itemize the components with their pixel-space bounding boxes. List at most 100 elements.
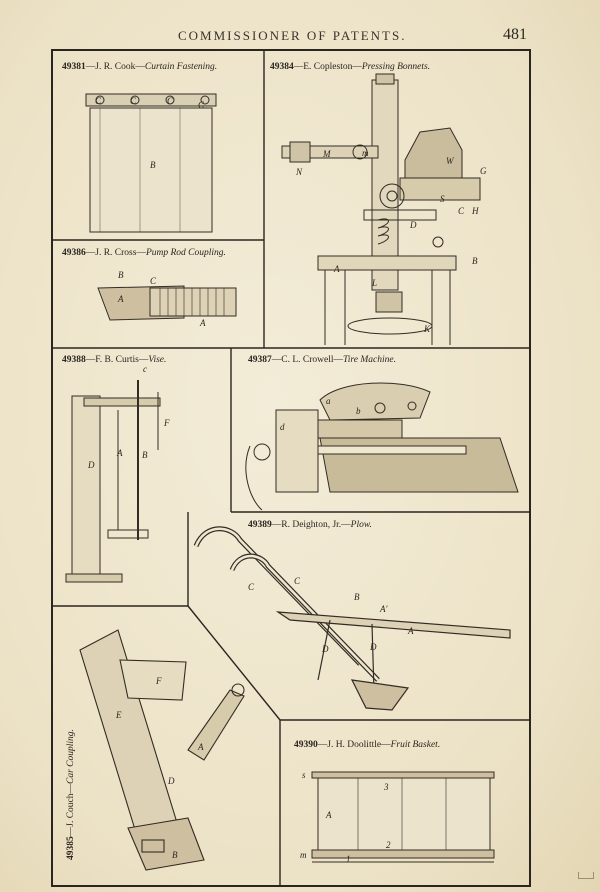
svg-text:C: C — [130, 96, 137, 106]
invention-subject: Curtain Fastening. — [144, 62, 218, 72]
svg-text:m: m — [362, 148, 369, 158]
svg-text:B: B — [150, 160, 156, 170]
invention-subject: Fruit Basket. — [390, 740, 441, 750]
drawing-49387-tire-machine: a b d — [245, 382, 519, 511]
caption-49389: 49389—R. Deighton, Jr.—Plow. — [248, 520, 372, 531]
page-edge-mark — [578, 872, 594, 879]
patent-number: 49390 — [294, 740, 318, 750]
dash: — — [381, 740, 391, 750]
svg-text:S: S — [440, 194, 445, 204]
caption-49385: 49385—J. Couch—Car Coupling. — [66, 729, 76, 860]
dash: — — [138, 355, 149, 365]
inventor-name: R. Deighton, Jr. — [281, 520, 342, 530]
svg-text:c: c — [143, 364, 147, 374]
page-header: COMMISSIONER OF PATENTS. 481 — [0, 26, 600, 46]
svg-text:1: 1 — [346, 854, 351, 864]
patent-number: 49384 — [270, 62, 294, 72]
inventor-name: J. H. Doolittle — [327, 740, 382, 750]
svg-text:B: B — [118, 270, 124, 280]
svg-text:K: K — [423, 324, 431, 334]
caption-49390: 49390—J. H. Doolittle—Fruit Basket. — [294, 740, 440, 751]
dash: — — [317, 740, 328, 750]
invention-subject: Tire Machine. — [343, 355, 396, 365]
dash: — — [66, 784, 76, 794]
svg-text:A: A — [325, 810, 332, 820]
caption-49388: 49388—F. B. Curtis—Vise. — [62, 355, 166, 366]
svg-text:s: s — [302, 770, 306, 780]
caption-49381: 49381—J. R. Cook—Curtain Fastening. — [62, 62, 217, 73]
svg-text:N: N — [295, 167, 303, 177]
dash: — — [85, 355, 96, 365]
drawing-49384-pressing-bonnets: M m N W G S C H D B A L K — [281, 73, 487, 345]
invention-subject: Pressing Bonnets. — [361, 62, 431, 72]
dash: — — [333, 355, 344, 365]
inventor-name: J. R. Cook — [95, 62, 136, 72]
svg-text:W: W — [446, 156, 455, 166]
drawing-49386-pump-rod-coupling: B C A A — [97, 270, 237, 328]
svg-text:A: A — [117, 294, 124, 304]
svg-text:C: C — [150, 276, 157, 286]
dash: — — [341, 520, 351, 530]
svg-text:D: D — [167, 776, 175, 786]
inventor-name: C. L. Crowell — [281, 355, 334, 365]
svg-text:A: A — [333, 264, 340, 274]
dash: — — [271, 520, 282, 530]
page-title: COMMISSIONER OF PATENTS. — [178, 28, 407, 43]
invention-subject: Vise. — [148, 355, 167, 365]
dash: — — [293, 62, 304, 72]
svg-text:G: G — [480, 166, 487, 176]
patent-number: 49388 — [62, 355, 86, 365]
drawing-49385-car-coupling: F E A D B — [79, 629, 245, 871]
svg-text:E: E — [115, 710, 122, 720]
dash: — — [66, 826, 76, 837]
svg-text:B: B — [142, 450, 148, 460]
invention-subject: Car Coupling. — [66, 729, 76, 784]
panel-dividers — [52, 50, 530, 886]
patent-number: 49386 — [62, 248, 86, 258]
svg-text:A: A — [407, 626, 414, 636]
dash: — — [85, 248, 96, 258]
page-number: 481 — [503, 26, 527, 43]
caption-49386: 49386—J. R. Cross—Pump Rod Coupling. — [62, 248, 242, 259]
svg-text:A: A — [199, 318, 206, 328]
drawing-49389-plow: C C B A' A D D — [193, 526, 511, 711]
caption-49384: 49384—E. Copleston—Pressing Bonnets. — [270, 62, 430, 73]
svg-text:F: F — [163, 418, 170, 428]
svg-text:L: L — [371, 278, 377, 288]
svg-text:A: A — [197, 742, 204, 752]
svg-text:D: D — [369, 642, 377, 652]
plate-border — [51, 49, 531, 887]
svg-text:C: C — [248, 582, 255, 592]
svg-text:d: d — [280, 422, 285, 432]
svg-text:3: 3 — [383, 782, 389, 792]
svg-text:D: D — [409, 220, 417, 230]
svg-text:M: M — [322, 149, 331, 159]
patent-number: 49381 — [62, 62, 86, 72]
patent-number: 49385 — [66, 836, 76, 860]
invention-subject: Pump Rod Coupling. — [145, 248, 226, 258]
drawing-49390-fruit-basket: s 3 A 2 m 1 — [300, 770, 495, 864]
svg-text:C: C — [294, 576, 301, 586]
dash: — — [136, 248, 146, 258]
svg-text:F: F — [155, 676, 162, 686]
inventor-name: E. Copleston — [303, 62, 353, 72]
svg-text:C: C — [198, 100, 205, 110]
dash: — — [352, 62, 362, 72]
drawing-49388-vise: c F A B D — [65, 364, 170, 583]
dash: — — [85, 62, 96, 72]
patent-number: 49389 — [248, 520, 272, 530]
inventor-name: F. B. Curtis — [95, 355, 139, 365]
caption-49387: 49387—C. L. Crowell—Tire Machine. — [248, 355, 396, 366]
svg-text:H: H — [471, 206, 479, 216]
svg-text:2: 2 — [386, 840, 391, 850]
svg-text:B: B — [354, 592, 360, 602]
invention-subject: Plow. — [350, 520, 372, 530]
inventor-name: J. R. Cross — [95, 248, 137, 258]
svg-text:D: D — [87, 460, 95, 470]
svg-text:a: a — [326, 396, 331, 406]
svg-text:B: B — [172, 850, 178, 860]
svg-text:C: C — [458, 206, 465, 216]
svg-text:m: m — [300, 850, 307, 860]
